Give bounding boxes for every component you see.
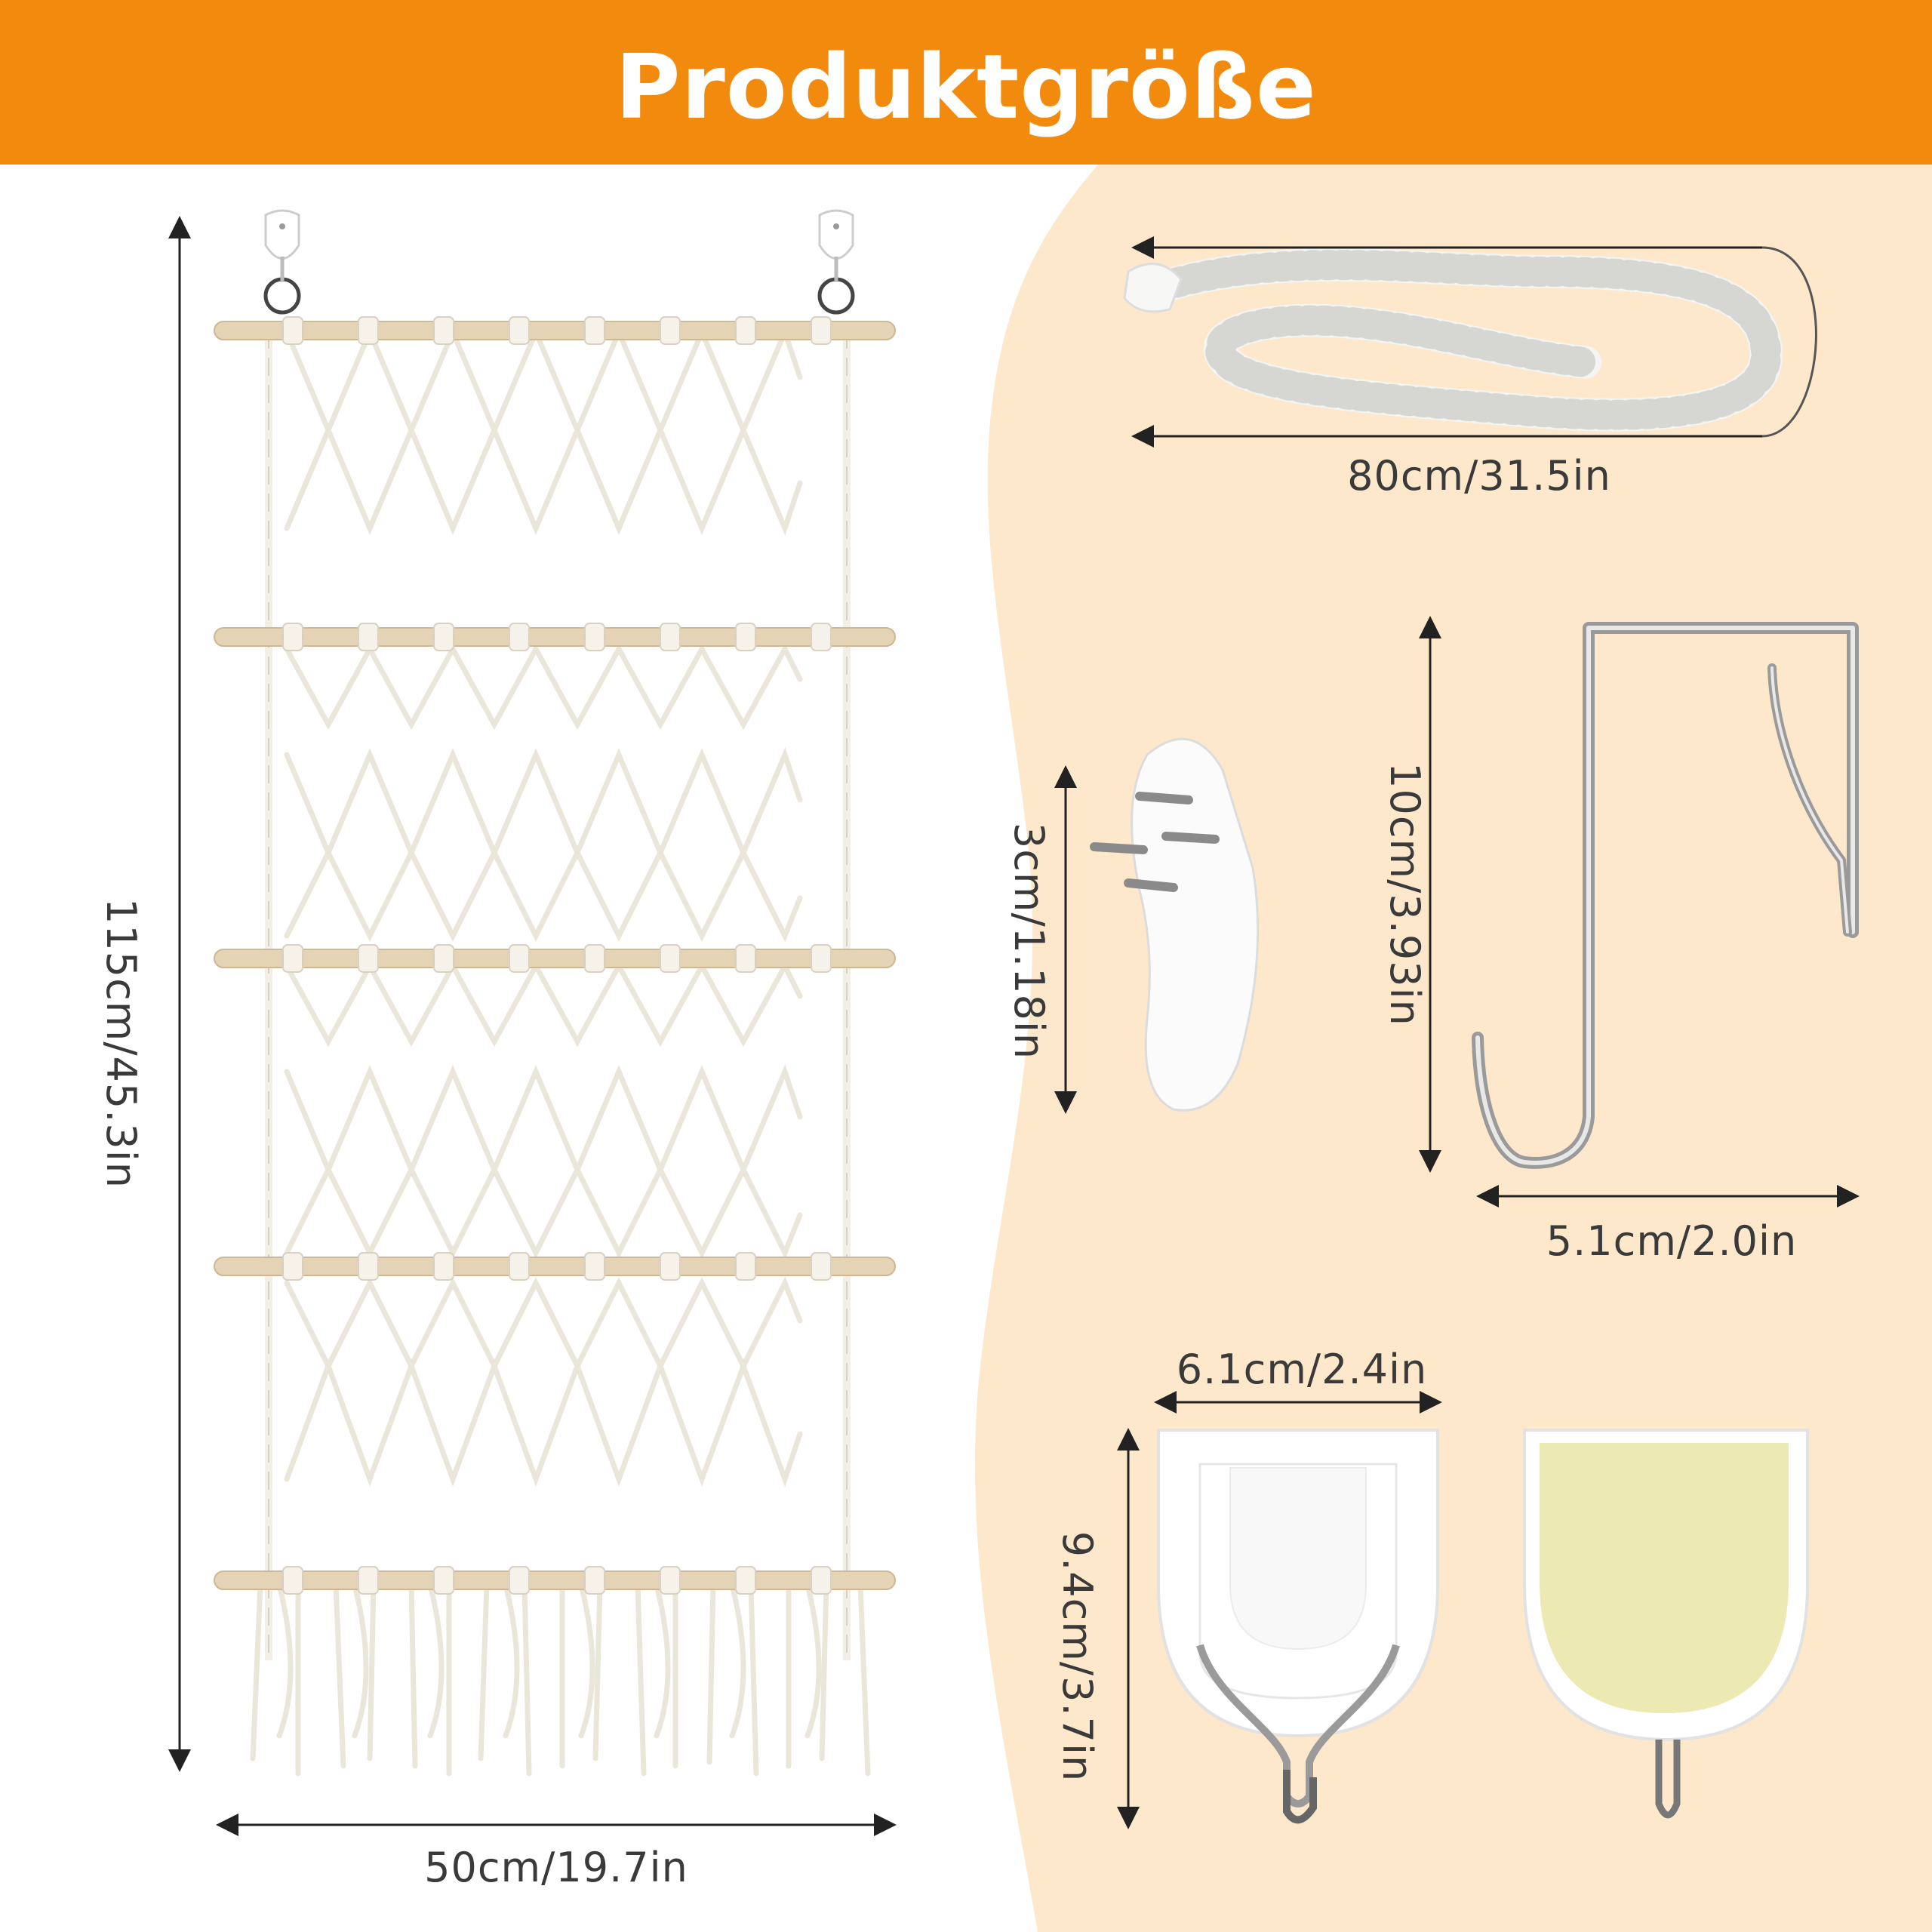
macrame-ladder-net-icon [214, 209, 896, 1777]
cotton-rope-icon [1123, 248, 1783, 432]
page-title: Produktgröße [615, 35, 1317, 139]
adhesive-hook-height-label: 9.4cm/3.7in [1054, 1531, 1101, 1783]
adhesive-hook-width-label: 6.1cm/2.4in [1176, 1346, 1428, 1393]
door-hook-height-label: 10cm/3.93in [1381, 762, 1429, 1026]
adhesive-hook-back-icon [1523, 1429, 1809, 1819]
net-height-label: 115cm/45.3in [97, 898, 145, 1189]
wall-hook-left-icon [263, 209, 301, 315]
over-door-hook-icon [1472, 622, 1859, 1169]
wall-hook-right-icon [817, 209, 855, 315]
rope-length-arrow [1761, 246, 1817, 438]
adhesive-hook-front-icon [1157, 1429, 1439, 1824]
door-hook-width-label: 5.1cm/2.0in [1546, 1217, 1798, 1265]
wooden-dowels [214, 321, 896, 1590]
nail-hook-height-label: 3cm/1.18in [1005, 822, 1053, 1060]
nail-hook-icon [1090, 737, 1260, 1112]
rope-length-label: 80cm/31.5in [1347, 452, 1611, 500]
net-width-label: 50cm/19.7in [424, 1844, 688, 1891]
header-banner [0, 0, 1932, 165]
